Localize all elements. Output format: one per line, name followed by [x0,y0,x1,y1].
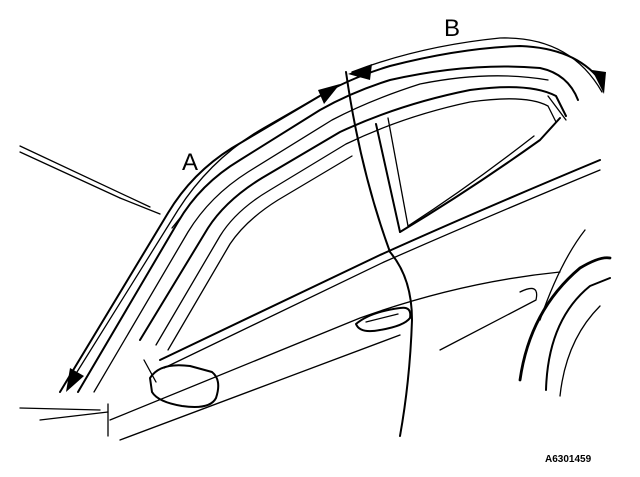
belt-molding [159,159,601,369]
dimension-b [348,37,606,94]
door-body-lines [107,271,561,441]
label-a: A [182,149,198,176]
rear-wheel-arch [518,229,612,397]
a-pillar-molding [59,45,601,393]
dimension-a [66,84,340,392]
side-mirror [143,359,220,408]
window-frame [139,86,567,351]
dimension-a-upper-arrow [318,84,340,104]
hood-edge-line [19,145,161,215]
label-b: B [444,15,460,42]
dimension-b-right-arrow [592,70,606,94]
figure-reference-code: A6301459 [545,454,592,465]
dimension-a-lower-arrow [66,368,84,392]
door-split-line [345,71,413,437]
front-corner-lines [19,407,109,421]
dimension-b-left-arrow [348,64,372,80]
door-handle [355,306,412,333]
